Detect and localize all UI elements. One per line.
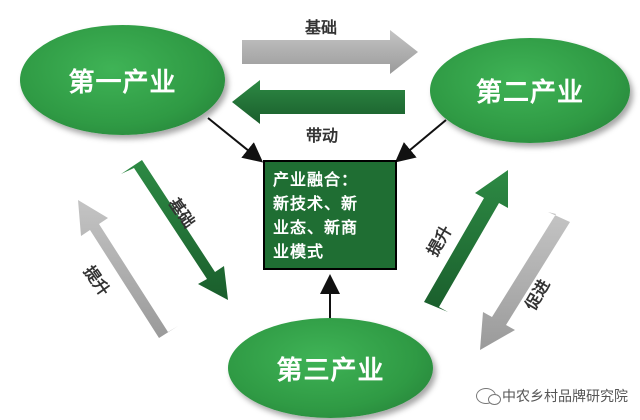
arrow-base-top — [242, 30, 418, 74]
watermark: 中农乡村品牌研究院 — [476, 386, 628, 406]
connector-primary-to-center — [207, 117, 264, 163]
label-drive-top: 带动 — [306, 126, 339, 145]
label-base-top: 基础 — [305, 18, 338, 37]
arrow-lift-right — [424, 170, 508, 312]
arrow-base-left — [121, 160, 228, 300]
connector-secondary-to-center — [394, 119, 447, 163]
watermark-text: 中农乡村品牌研究院 — [502, 389, 628, 405]
wechat-icon — [476, 388, 501, 405]
arrow-promote-right — [480, 212, 570, 350]
arrow-lift-left — [78, 200, 178, 338]
arrow-drive-top — [232, 80, 405, 124]
node-primary-industry: 第一产业 — [20, 25, 225, 135]
node-tertiary-industry: 第三产业 — [228, 318, 433, 418]
center-box-industry-integration: 产业融合： 新技术、新 业态、新商 业模式 — [263, 160, 397, 270]
node-secondary-industry: 第二产业 — [430, 38, 630, 143]
